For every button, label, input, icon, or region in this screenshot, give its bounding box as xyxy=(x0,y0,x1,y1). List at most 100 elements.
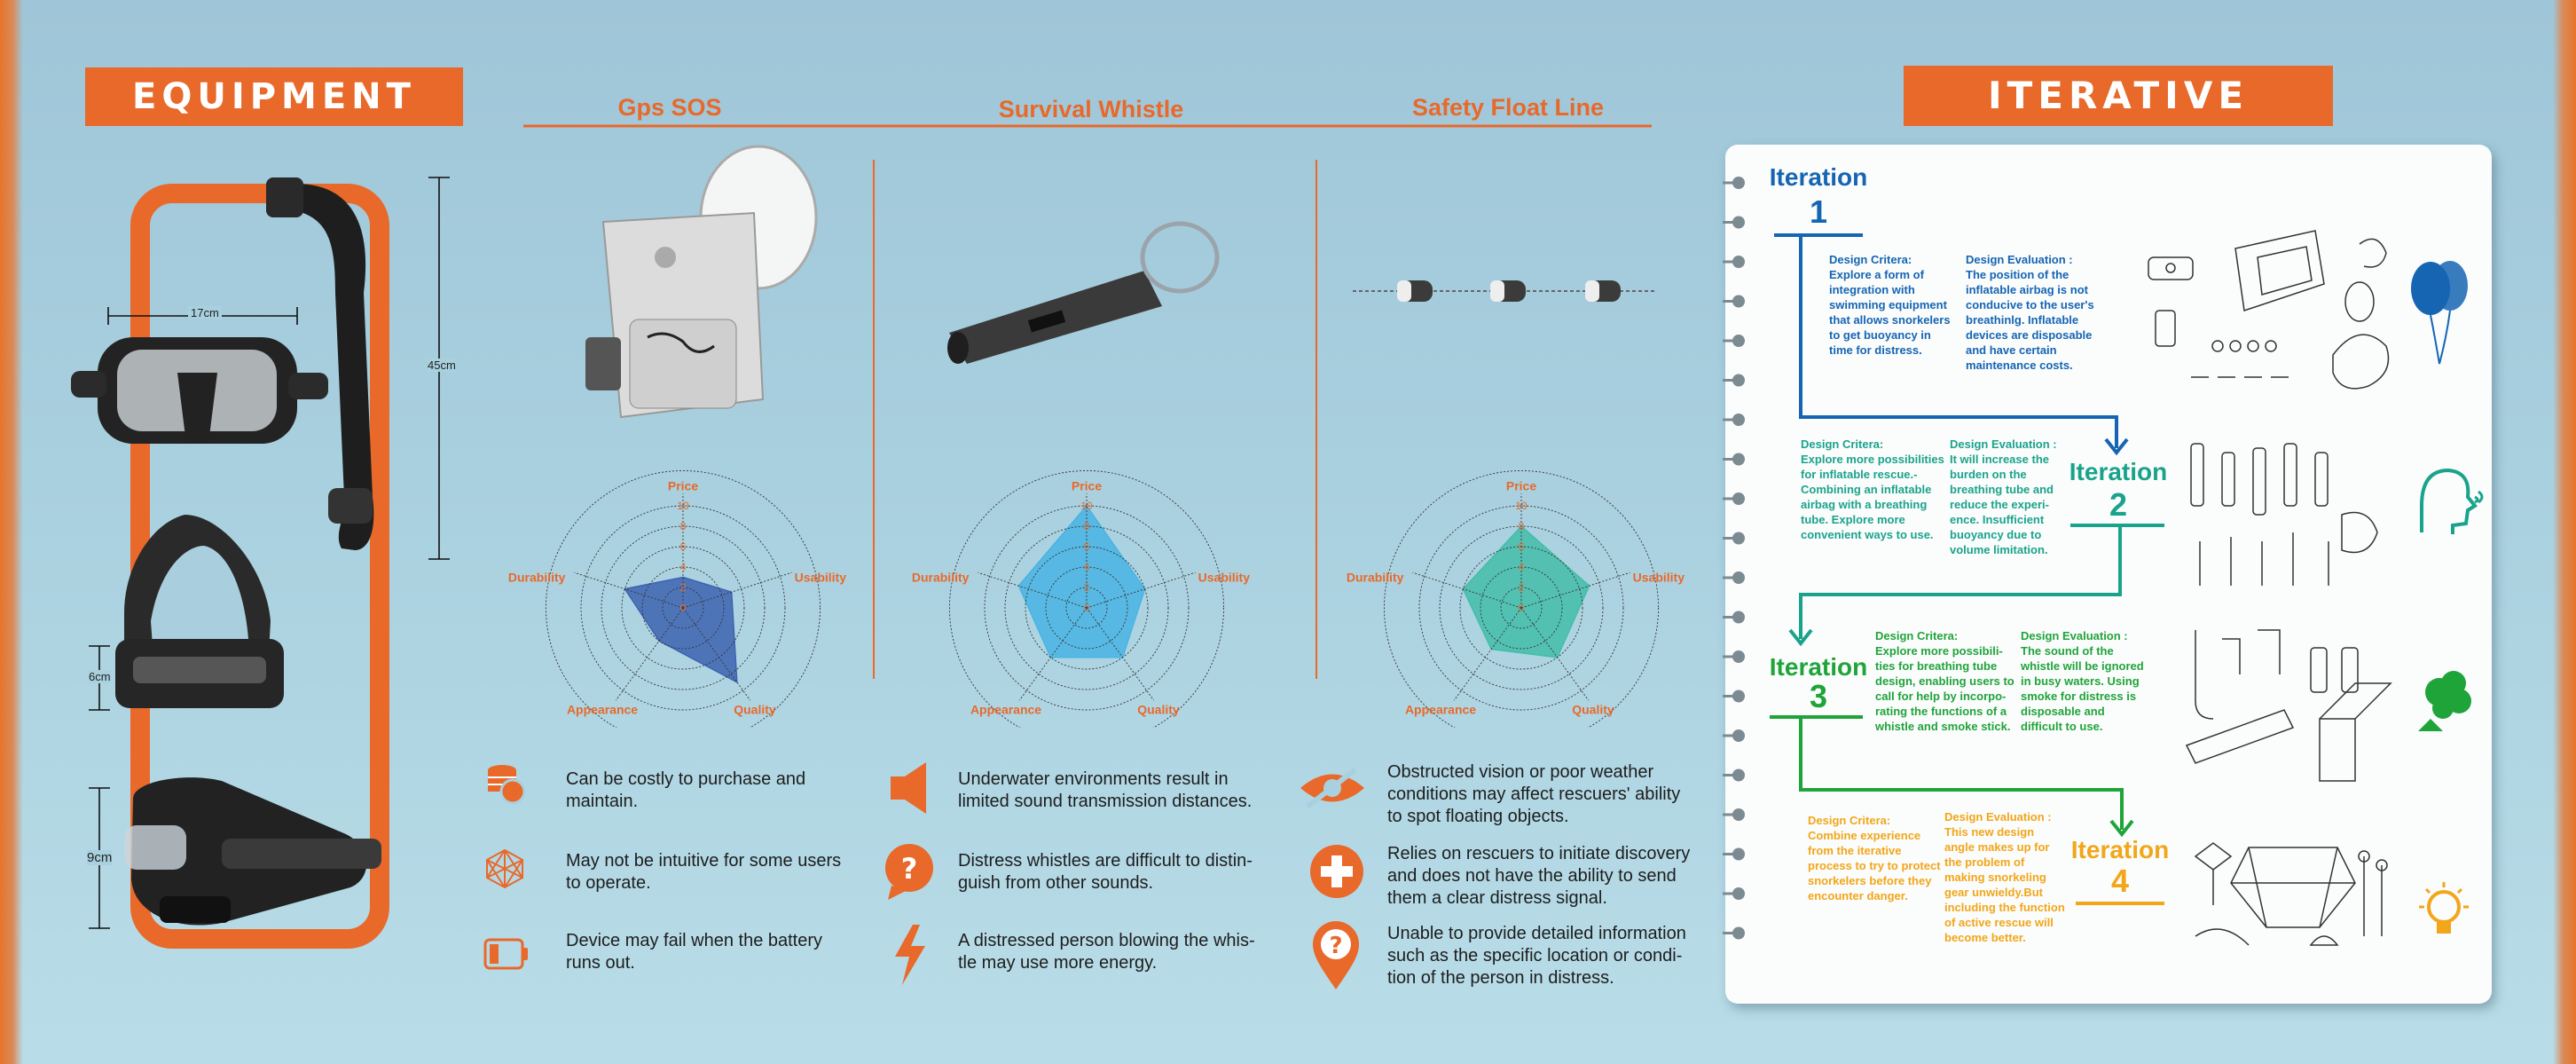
iteration-2-title: Iteration xyxy=(2069,458,2168,485)
notebook-spiral-binding xyxy=(1723,177,1745,940)
safety-float-line-title: Safety Float Line xyxy=(1411,94,1605,121)
iteration-text-line: Design Critera: xyxy=(1875,629,1959,642)
radar-axis-label: Durability xyxy=(1347,571,1404,585)
iteration-text-line: process to try to protect xyxy=(1808,859,1941,872)
plus-circle-icon xyxy=(1310,845,1363,898)
radar-grid-ring xyxy=(1418,505,1624,711)
radar-axis-label: Price xyxy=(1506,478,1536,493)
radar-spoke xyxy=(615,607,684,701)
coins-icon xyxy=(488,765,525,804)
float-issue-2: Relies on rescuers to initiate discovery… xyxy=(1387,844,1691,908)
radar-spoke xyxy=(682,607,751,701)
iteration-text-line: swimming equipment xyxy=(1829,298,1947,311)
iteration-text-line: smoke for distress is xyxy=(2021,690,2137,703)
iteration-text-line: Explore a form of xyxy=(1829,268,1924,281)
diving-mask-side xyxy=(124,777,381,926)
iteration-text-line: Explore more possibilities xyxy=(1801,453,1944,466)
radar-data-area xyxy=(1017,504,1146,658)
iteration-text-line: whistle will be ignored xyxy=(2021,659,2144,673)
radar-tick-label: 8 xyxy=(1084,520,1090,532)
radar-tick-label: 6 xyxy=(1519,540,1525,553)
radar-axis-label: Appearance xyxy=(970,703,1041,717)
iteration-text-line: of active rescue will xyxy=(1944,916,2054,929)
iteration-text-line: Explore more possibili- xyxy=(1875,644,2003,658)
iteration-4-sketches xyxy=(2194,842,2388,946)
iteration-text-line: design, enabling users to xyxy=(1875,674,2014,688)
survival-whistle-title: Survival Whistle xyxy=(998,96,1184,122)
svg-text:?: ? xyxy=(1329,933,1342,959)
iteration-text-line: Design Evaluation : xyxy=(2021,629,2128,642)
radar-grid-ring xyxy=(1384,470,1659,728)
radar-spoke xyxy=(574,571,684,609)
radar-grid-ring xyxy=(1065,587,1108,629)
iteration-text-line: angle makes up for xyxy=(1944,840,2050,854)
iteration-text-line: including the function xyxy=(1944,901,2065,914)
iteration-text-line: Design Critera: xyxy=(1829,253,1912,266)
radar-tick-label: 4 xyxy=(1519,561,1525,573)
whistle-issue-2: Distress whistles are difficult to disti… xyxy=(958,851,1253,893)
radar-axis-label: Price xyxy=(1072,478,1102,493)
radar-axis-label: Usability xyxy=(1198,571,1251,585)
iteration-text-line: Design Evaluation : xyxy=(1966,253,2073,266)
iteration-text-line: making snorkeling xyxy=(1944,871,2046,884)
radar-grid-ring xyxy=(949,470,1224,728)
smoke-icon xyxy=(2418,671,2471,731)
iteration-text-line: Combining an inflatable xyxy=(1801,483,1932,496)
snorkel-equipment-illustration xyxy=(71,177,450,949)
equipment-banner: EQUIPMENT xyxy=(85,67,463,126)
mask-width-label: 17cm xyxy=(188,306,222,319)
radar-tick-label: 10 xyxy=(677,500,689,512)
location-question-icon: ? xyxy=(1313,921,1359,989)
radar-spoke xyxy=(1453,607,1522,701)
question-bubble-icon: ? xyxy=(885,844,933,900)
radar-spoke xyxy=(1086,571,1196,609)
radar-axis-label: Appearance xyxy=(1405,703,1476,717)
survival-whistle-illustration xyxy=(947,221,1220,364)
diving-mask-front xyxy=(71,337,328,444)
iteration-text-line: inflatable airbag is not xyxy=(1966,283,2088,296)
iteration-4-number: 4 xyxy=(2110,863,2130,899)
iteration-text-line: encounter danger. xyxy=(1808,889,1908,902)
radar-data-area xyxy=(624,576,738,683)
iteration-text-line: snorkelers before they xyxy=(1808,874,1932,887)
iteration-text-line: Design Critera: xyxy=(1801,437,1884,451)
radar-spoke xyxy=(1086,607,1155,701)
iteration-text-line: conducive to the user's xyxy=(1966,298,2094,311)
iteration-1-sketches xyxy=(2148,230,2390,390)
iteration-2-number: 2 xyxy=(2109,486,2128,523)
iteration-text-line: It will increase the xyxy=(1950,453,2049,466)
lightbulb-icon xyxy=(2419,882,2469,934)
radar-tick-label: 6 xyxy=(680,540,687,553)
safety-float-line-illustration xyxy=(1353,280,1654,302)
radar-grid-ring xyxy=(546,470,821,728)
iteration-text-line: buoyancy due to xyxy=(1950,528,2042,541)
radar-spoke xyxy=(1412,571,1522,609)
radar-grid-ring xyxy=(662,587,704,629)
radar-tick-label: 0 xyxy=(1084,602,1090,614)
mask-strap xyxy=(115,515,284,708)
iteration-text-line: gear unwieldy.But xyxy=(1944,886,2043,899)
radar-tick-label: 4 xyxy=(680,561,687,573)
right-edge-stripe xyxy=(2553,0,2576,1064)
iteration-3-number: 3 xyxy=(1809,678,1828,714)
iteration-text-line: become better. xyxy=(1944,931,2026,944)
iteration-text-line: maintenance costs. xyxy=(1966,359,2073,372)
iteration-text-line: airbag with a breathing xyxy=(1801,498,1928,511)
iteration-text-line: whistle and smoke stick. xyxy=(1875,720,2011,733)
iteration-text-line: from the iterative xyxy=(1808,844,1902,857)
iteration-text-line: ties for breathing tube xyxy=(1875,659,1998,673)
iteration-text-line: volume limitation. xyxy=(1950,543,2048,556)
breathing-head-icon xyxy=(2420,468,2484,534)
speaker-icon xyxy=(891,762,926,814)
gps-sos-title: Gps SOS xyxy=(617,94,722,121)
radar-tick-label: 10 xyxy=(1080,500,1093,512)
